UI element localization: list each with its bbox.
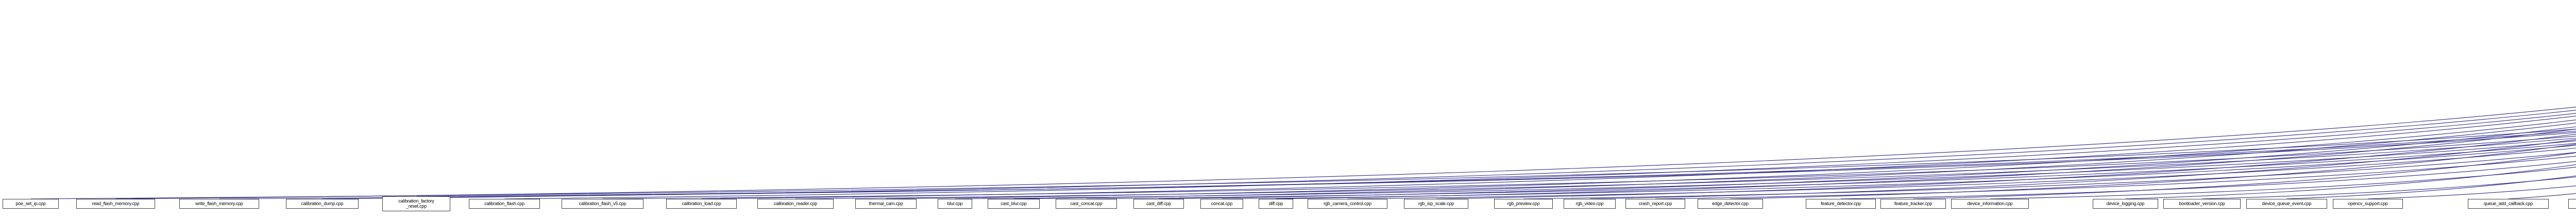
graph-node-blur-cpp[interactable]: blur.cpp	[938, 199, 972, 209]
graph-node-label: thermal_cam.cpp	[869, 200, 903, 206]
graph-edge	[886, 120, 2576, 199]
graph-node-rgb-video-cpp[interactable]: rgb_video.cpp	[1564, 199, 1616, 209]
graph-node-label: feature_detector.cpp	[1820, 200, 1861, 206]
graph-node-label: blur.cpp	[947, 200, 963, 206]
graph-node-apriltag-cpp[interactable]: apriltag.cpp	[2568, 199, 2576, 209]
graph-edge	[795, 138, 2576, 199]
graph-edge	[701, 115, 2576, 199]
graph-edge	[219, 130, 2576, 199]
graph-node-label: feature_tracker.cpp	[1894, 200, 1933, 206]
graph-node-device-queue-event-cpp[interactable]: device_queue_event.cpp	[2246, 199, 2327, 209]
graph-node-cast-diff-cpp[interactable]: cast_diff.cpp	[1133, 199, 1184, 209]
graph-node-label: cast_concat.cpp	[1070, 200, 1103, 206]
graph-edge	[955, 140, 2576, 199]
graph-node-label: rgb_preview.cpp	[1507, 200, 1540, 206]
graph-node-device-information-cpp[interactable]: device_information.cpp	[1951, 199, 2029, 209]
graph-node-label: cast_blur.cpp	[1001, 200, 1027, 206]
graph-node-label: opencv_support.cpp	[2348, 200, 2388, 206]
graph-node-label: bootloader_version.cpp	[2179, 200, 2225, 206]
graph-edge	[1990, 166, 2576, 199]
graph-edge	[2286, 175, 2576, 199]
graph-node-calibration-flash-v5-cpp[interactable]: calibration_flash_v5.cpp	[562, 199, 643, 209]
graph-node-label: diff.cpp	[1268, 200, 1283, 206]
graph-node-queue-add-callback-cpp[interactable]: queue_add_callback.cpp	[2468, 199, 2549, 209]
graph-node-thermal-cam-cpp[interactable]: thermal_cam.cpp	[855, 199, 917, 209]
graph-node-calibration-reader-cpp[interactable]: calibration_reader.cpp	[757, 199, 834, 209]
graph-node-feature-detector-cpp[interactable]: feature_detector.cpp	[1806, 199, 1876, 209]
graph-node-label: rgb_isp_scale.cpp	[1418, 200, 1454, 206]
graph-edge	[1347, 147, 2576, 199]
graph-node-bootloader-version-cpp[interactable]: bootloader_version.cpp	[2163, 199, 2241, 209]
graph-node-label: calibration_factory _reset.cpp	[398, 198, 434, 209]
graph-edge	[30, 128, 2576, 199]
graph-edge	[504, 113, 2576, 199]
graph-node-label: device_logging.cpp	[2106, 200, 2145, 206]
graph-edge	[1436, 133, 2576, 199]
graph-node-label: cast_diff.cpp	[1146, 200, 1171, 206]
graph-edge	[2125, 164, 2576, 199]
graph-node-rgb-preview-cpp[interactable]: rgb_preview.cpp	[1494, 199, 1553, 209]
graph-edge	[1913, 152, 2576, 199]
graph-edge	[115, 107, 2576, 199]
graph-edge	[1730, 144, 2576, 199]
graph-node-label: calibration_flash.cpp	[484, 200, 524, 206]
graph-edge	[416, 132, 2576, 197]
graph-node-crash-report-cpp[interactable]: crash_report.cpp	[1625, 199, 1685, 209]
graph-edge	[1840, 161, 2576, 199]
graph-node-label: crash_report.cpp	[1638, 200, 1672, 206]
graph-edge	[2201, 176, 2576, 199]
graph-node-label: edge_detector.cpp	[1712, 200, 1749, 206]
graph-node-poe-set-ip-cpp[interactable]: poe_set_ip.cpp	[3, 199, 59, 209]
graph-node-label: calibration_flash_v5.cpp	[579, 200, 626, 206]
graph-node-cast-concat-cpp[interactable]: cast_concat.cpp	[1056, 199, 1117, 209]
graph-node-label: poe_set_ip.cpp	[15, 200, 46, 206]
graph-node-label: calibration_load.cpp	[682, 200, 721, 206]
graph-node-label: device_queue_event.cpp	[2262, 200, 2312, 206]
graph-edge	[1589, 139, 2576, 199]
graph-node-label: calibration_reader.cpp	[773, 200, 818, 206]
graph-node-diff-cpp[interactable]: diff.cpp	[1259, 199, 1293, 209]
graph-node-label: write_flash_memory.cpp	[195, 200, 243, 206]
graph-node-read-flash-memory-cpp[interactable]: read_flash_memory.cpp	[76, 199, 155, 209]
graph-node-label: queue_add_callback.cpp	[2483, 200, 2533, 206]
graph-node-label: rgb_camera_control.cpp	[1324, 200, 1371, 206]
graph-edge	[1523, 152, 2576, 199]
graph-node-rgb-camera-control-cpp[interactable]: rgb_camera_control.cpp	[1308, 199, 1387, 209]
graph-edge	[1222, 145, 2576, 199]
graph-node-label: read_flash_memory.cpp	[92, 200, 140, 206]
graph-node-label: concat.cpp	[1211, 200, 1233, 206]
graph-node-calibration-load-cpp[interactable]: calibration_load.cpp	[666, 199, 737, 209]
graph-edge	[1276, 128, 2576, 199]
graph-node-cast-blur-cpp[interactable]: cast_blur.cpp	[988, 199, 1040, 209]
graph-edge	[1158, 126, 2576, 199]
graph-edge	[1013, 123, 2576, 199]
graph-edge	[602, 136, 2576, 199]
graph-edge	[2367, 185, 2576, 199]
graph-node-label: calibration_dump.cpp	[301, 200, 344, 206]
graph-edge	[1655, 156, 2576, 199]
graph-node-rgb-isp-scale-cpp[interactable]: rgb_isp_scale.cpp	[1404, 199, 1468, 209]
graph-node-concat-cpp[interactable]: concat.cpp	[1200, 199, 1243, 209]
graph-edge	[1086, 143, 2576, 199]
graph-node-label: device_information.cpp	[1967, 200, 2013, 206]
graph-node-label: rgb_video.cpp	[1575, 200, 1604, 206]
graph-node-feature-tracker-cpp[interactable]: feature_tracker.cpp	[1880, 199, 1946, 209]
graph-node-calibration-flash-cpp[interactable]: calibration_flash.cpp	[469, 199, 540, 209]
graph-node-calibration-dump-cpp[interactable]: calibration_dump.cpp	[286, 199, 359, 209]
graph-edge	[2508, 193, 2576, 199]
graph-node-device-logging-cpp[interactable]: device_logging.cpp	[2093, 199, 2158, 209]
graph-node-edge-detector-cpp[interactable]: edge_detector.cpp	[1698, 199, 1763, 209]
graph-node-opencv-support-cpp[interactable]: opencv_support.cpp	[2333, 199, 2403, 209]
graph-node-write-flash-memory-cpp[interactable]: write_flash_memory.cpp	[179, 199, 259, 209]
graph-node-calibration-factory-reset-cpp[interactable]: calibration_factory _reset.cpp	[382, 196, 450, 211]
graph-edge	[322, 110, 2576, 199]
